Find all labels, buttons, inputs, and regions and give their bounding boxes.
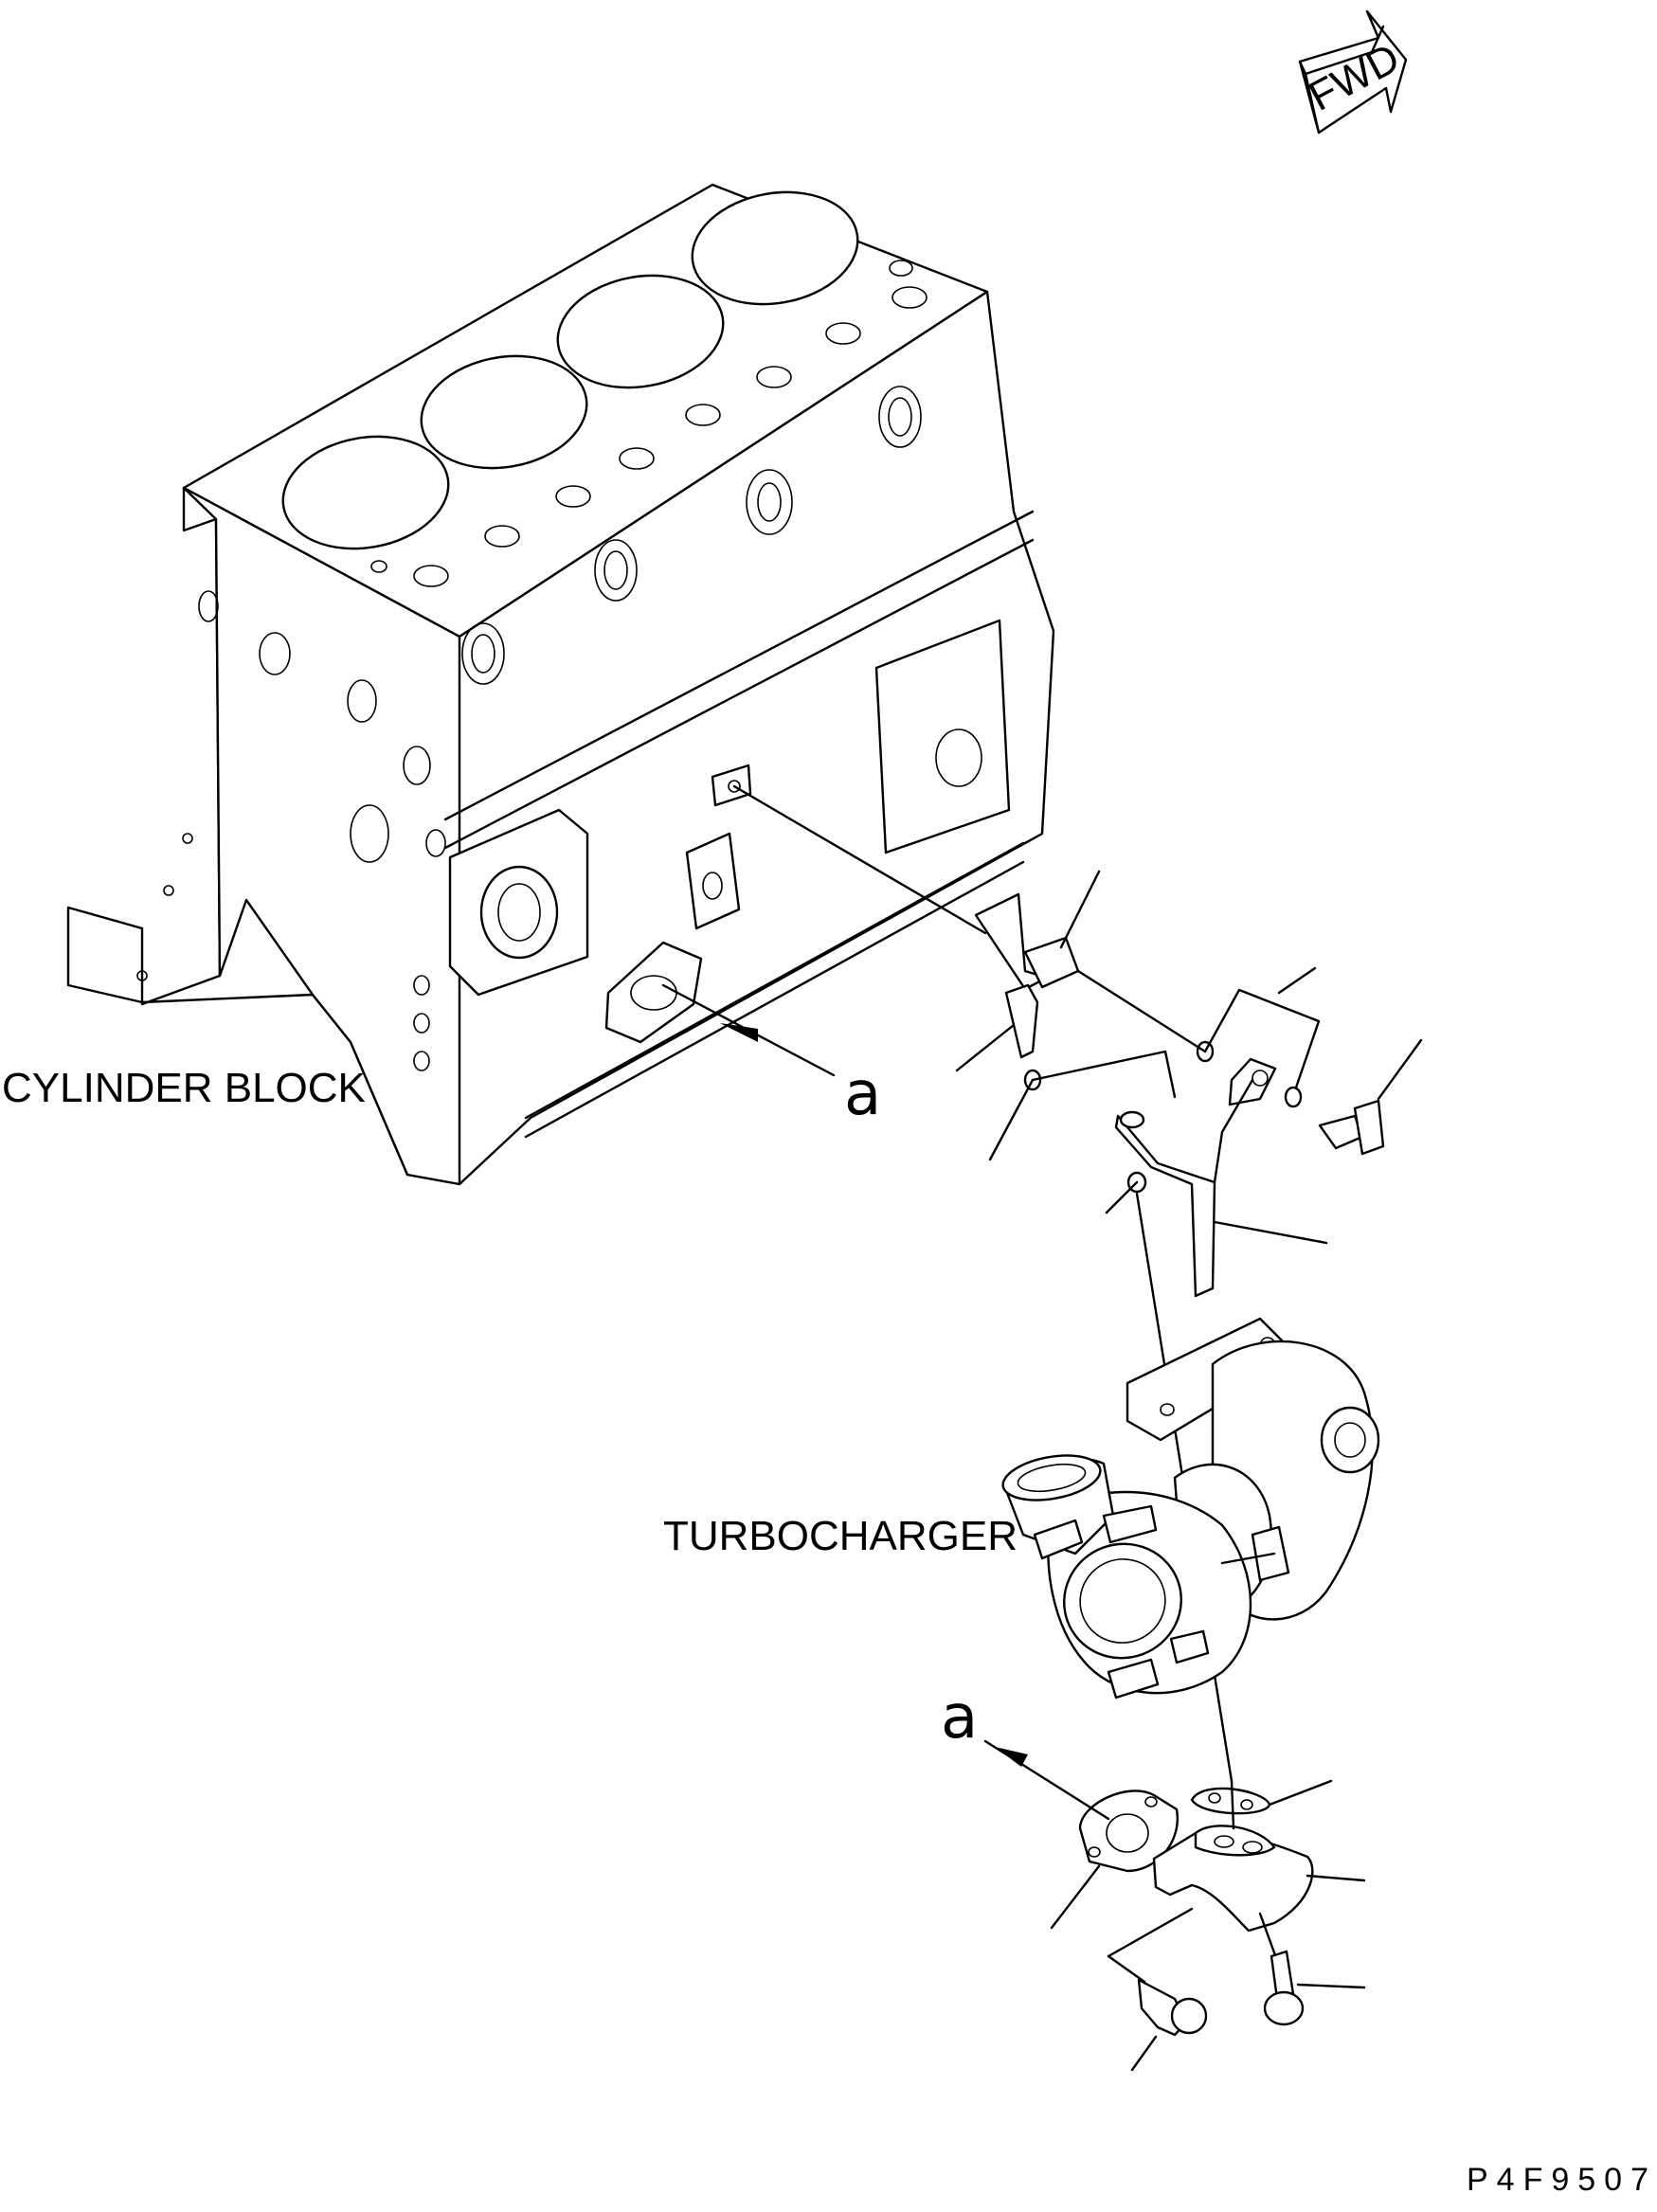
cylinder-block [68,180,1054,1184]
cylinder-block-label: CYLINDER BLOCK [2,1065,366,1111]
oil-feed-hardware [663,786,1421,1781]
fwd-arrow-icon: FWD [1300,11,1407,133]
view-marker-block: a [844,1059,882,1129]
figure-code: P4F9507 [1467,2162,1657,2198]
view-marker-gasket: a [941,1682,979,1753]
turbocharger-label: TURBOCHARGER [663,1513,1018,1559]
turbocharger [1000,1319,1378,1698]
drain-hardware [985,1741,1364,2070]
